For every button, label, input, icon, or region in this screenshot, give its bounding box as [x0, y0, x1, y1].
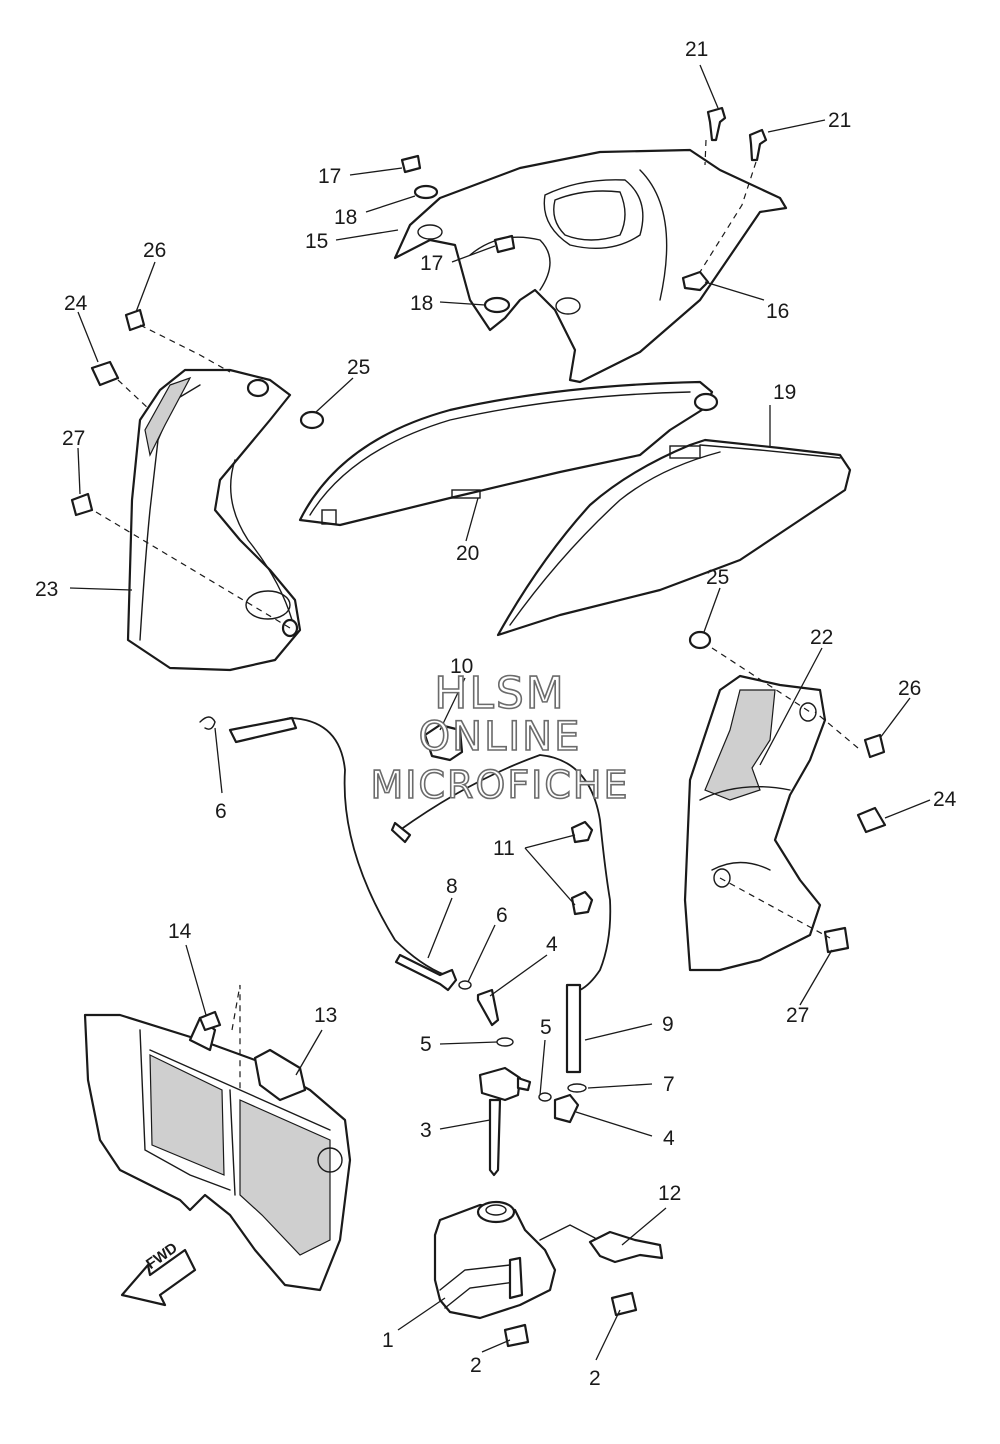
- callout-15: 15: [305, 230, 328, 253]
- callout-7: 7: [663, 1073, 675, 1096]
- callout-21-right: 21: [828, 109, 851, 132]
- fittings-parts-4-5-6-7: [199, 716, 587, 1124]
- callout-1: 1: [382, 1329, 394, 1352]
- callout-24-left: 24: [64, 292, 88, 315]
- callout-24-right: 24: [933, 788, 957, 811]
- callout-4-lower: 4: [663, 1127, 675, 1150]
- callout-11: 11: [493, 837, 515, 860]
- callout-2-right: 2: [589, 1367, 601, 1390]
- callout-17-lower: 17: [420, 252, 443, 275]
- callout-10: 10: [450, 655, 473, 678]
- callout-5-left: 5: [420, 1033, 432, 1056]
- callout-25-lower: 25: [706, 566, 729, 589]
- callout-26-right: 26: [898, 677, 921, 700]
- forward-arrow: [120, 1248, 197, 1307]
- callout-21-top: 21: [685, 38, 708, 61]
- side-panel-part-20: [298, 380, 719, 527]
- shroud-part-22: [683, 674, 827, 972]
- callout-2-left: 2: [470, 1354, 482, 1377]
- callout-22: 22: [810, 626, 833, 649]
- watermark-line-1: HLSM: [433, 667, 566, 720]
- hose-part-9: [390, 754, 612, 1074]
- leader-lines: [69, 64, 931, 1361]
- callout-18-upper: 18: [334, 206, 357, 229]
- radiator-guard-part-13: [83, 1013, 352, 1292]
- callout-5-right: 5: [540, 1016, 552, 1039]
- callout-9: 9: [662, 1013, 674, 1036]
- callout-3: 3: [420, 1119, 432, 1142]
- callout-12: 12: [658, 1182, 681, 1205]
- callout-23: 23: [35, 578, 58, 601]
- callout-17-upper: 17: [318, 165, 341, 188]
- watermark-line-2: ONLINE: [418, 713, 582, 761]
- callout-4-upper: 4: [546, 933, 558, 956]
- callout-20: 20: [456, 542, 479, 565]
- alignment-lines: [95, 139, 859, 1090]
- watermark-line-3: MICROFICHE: [370, 762, 630, 808]
- valve-part-3: [478, 1066, 532, 1177]
- shroud-part-23: [126, 368, 302, 672]
- callout-27-left: 27: [62, 427, 85, 450]
- callout-18-lower: 18: [410, 292, 433, 315]
- callout-13: 13: [314, 1004, 337, 1027]
- reservoir-tank-part-1: [433, 1200, 557, 1320]
- callout-27-right: 27: [786, 1004, 809, 1027]
- tank-cover-part-15: [393, 148, 788, 384]
- callout-6-left: 6: [215, 800, 227, 823]
- callout-25-upper: 25: [347, 356, 370, 379]
- callout-16: 16: [766, 300, 789, 323]
- callout-6-right: 6: [496, 904, 508, 927]
- callout-19: 19: [773, 381, 796, 404]
- callout-14: 14: [168, 920, 192, 943]
- hose-part-8: [228, 716, 458, 992]
- callout-numbers: 21 21 17 18 15 17 18 16 26 24 25 27 19 2…: [35, 38, 957, 1390]
- callout-26-left: 26: [143, 239, 166, 262]
- fasteners: [70, 106, 887, 1348]
- side-panel-part-19: [496, 438, 852, 637]
- bracket-part-12: [539, 1224, 664, 1264]
- clip-part-10: [423, 723, 464, 762]
- clip-part-11: [570, 820, 594, 916]
- callout-8: 8: [446, 875, 458, 898]
